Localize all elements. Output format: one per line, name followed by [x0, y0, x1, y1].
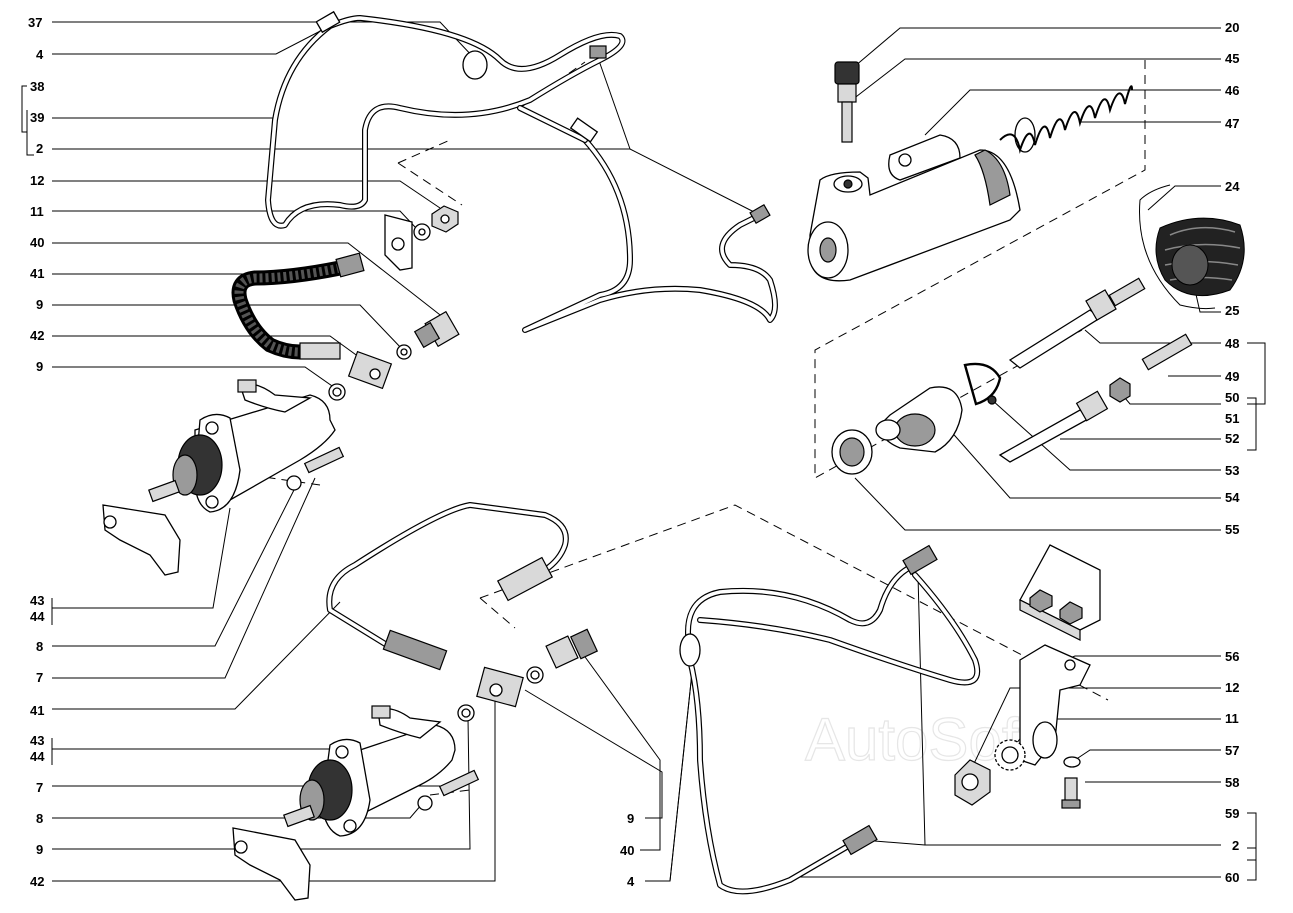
flex-hose-top [231, 252, 460, 401]
callout-9-bottom: 9 [627, 811, 634, 826]
piston-assembly [831, 362, 1002, 475]
adjuster-49 [1141, 333, 1193, 371]
callout-51: 51 [1225, 411, 1239, 426]
bracket-59-2 [1247, 812, 1257, 861]
mounting-bracket-top [384, 205, 459, 271]
pipe-nut-top [589, 45, 607, 59]
callout-46: 46 [1225, 83, 1239, 98]
bracket-fork-bottom [232, 827, 311, 901]
pipe-nut-right [749, 203, 771, 225]
callout-59: 59 [1225, 806, 1239, 821]
master-cylinder [807, 61, 1021, 282]
callout-50: 50 [1225, 390, 1239, 405]
callout-38: 38 [30, 79, 44, 94]
callout-9b: 9 [36, 359, 43, 374]
callout-43: 43 [30, 593, 44, 608]
pushrod-52 [998, 409, 1092, 463]
mounting-bracket-bottom [954, 544, 1101, 809]
callout-4: 4 [36, 47, 44, 62]
right-callouts: 20 45 46 47 24 25 48 49 50 51 52 53 54 5… [1225, 20, 1240, 885]
callout-24: 24 [1225, 179, 1240, 194]
circlip-53 [963, 362, 1002, 406]
callout-9c: 9 [36, 842, 43, 857]
callout-11r: 11 [1225, 711, 1239, 726]
callout-12r: 12 [1225, 680, 1239, 695]
nut-50 [1109, 377, 1131, 403]
callout-58: 58 [1225, 775, 1239, 790]
washer-7 [286, 475, 302, 491]
union-block-42 [347, 350, 393, 390]
pipe-sleeve-4 [679, 633, 701, 667]
callout-11: 11 [30, 204, 44, 219]
callout-44b: 44 [30, 749, 45, 764]
bracket-39-2 [26, 110, 34, 156]
callout-48: 48 [1225, 336, 1239, 351]
callout-49: 49 [1225, 369, 1239, 384]
callout-25: 25 [1225, 303, 1239, 318]
callout-37: 37 [28, 15, 42, 30]
callout-42: 42 [30, 328, 44, 343]
cap-20 [834, 61, 860, 85]
union-block-bottom [457, 628, 599, 722]
slave-cylinder-top [102, 379, 345, 576]
callout-43b: 43 [30, 733, 44, 748]
left-leader-lines [52, 21, 761, 882]
callout-8b: 8 [36, 811, 43, 826]
bracket-38-39 [21, 85, 27, 133]
brake-pipe-top [265, 10, 778, 333]
bleeder-45 [841, 101, 853, 143]
pipe-clamp [462, 50, 488, 80]
washer-57 [1063, 756, 1081, 768]
callout-52: 52 [1225, 431, 1239, 446]
callout-45: 45 [1225, 51, 1239, 66]
callout-7: 7 [36, 670, 43, 685]
callout-57: 57 [1225, 743, 1239, 758]
callout-40-bottom: 40 [620, 843, 634, 858]
callout-41b: 41 [30, 703, 44, 718]
pushrods [998, 277, 1193, 463]
callout-40: 40 [30, 235, 44, 250]
pipe-sleeve [569, 117, 599, 143]
callout-39: 39 [30, 110, 44, 125]
callout-47: 47 [1225, 116, 1239, 131]
brake-pipe-bottom [679, 544, 981, 895]
brake-pipe-middle [326, 502, 569, 671]
return-spring-47 [999, 85, 1133, 154]
callout-56: 56 [1225, 649, 1239, 664]
left-callouts: 37 4 38 39 2 12 11 40 41 9 42 9 43 44 8 … [28, 15, 45, 889]
pipe-clip [315, 10, 341, 34]
rubber-boot [1139, 184, 1245, 310]
callout-42b: 42 [30, 874, 44, 889]
callout-2r: 2 [1232, 838, 1239, 853]
callout-20: 20 [1225, 20, 1239, 35]
callout-7b: 7 [36, 780, 43, 795]
callout-60: 60 [1225, 870, 1239, 885]
callout-54: 54 [1225, 490, 1240, 505]
bracket-48-51 [1247, 342, 1266, 405]
callout-55: 55 [1225, 522, 1239, 537]
slave-cylinder-bottom [232, 705, 480, 901]
bracket-fork-top [102, 504, 181, 576]
bolt-8 [303, 446, 345, 474]
bracket-59-60 [1247, 847, 1257, 881]
callout-12: 12 [30, 173, 44, 188]
callout-8: 8 [36, 639, 43, 654]
callout-53: 53 [1225, 463, 1239, 478]
bracket-50-52 [1247, 397, 1257, 451]
callout-9: 9 [36, 297, 43, 312]
bolt-58 [1064, 777, 1078, 803]
callout-2: 2 [36, 141, 43, 156]
callout-44: 44 [30, 609, 45, 624]
callout-41: 41 [30, 266, 44, 281]
bottom-leader-lines [524, 649, 694, 882]
callout-4-bottom: 4 [627, 874, 635, 889]
